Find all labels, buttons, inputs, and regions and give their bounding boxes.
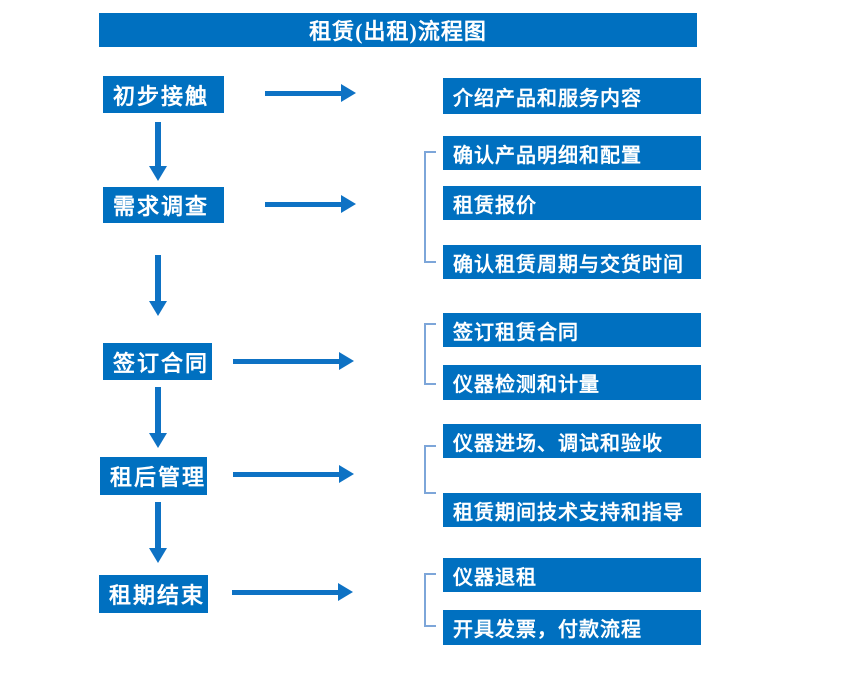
output-box-confirm-rental-period: 确认租赁周期与交货时间 [443,245,701,279]
stage-box-rental-end: 租期结束 [99,575,208,613]
output-box-instrument-return: 仪器退租 [443,558,701,592]
output-box-confirm-product-details: 确认产品明细和配置 [443,136,701,170]
output-box-sign-rental-contract: 签订租赁合同 [443,313,701,347]
stage-box-post-rental-management: 租后管理 [100,457,207,495]
output-box-instrument-setup-acceptance: 仪器进场、调试和验收 [443,424,701,458]
flowchart-title: 租赁(出租)流程图 [99,13,697,47]
output-box-rental-quotation: 租赁报价 [443,186,701,220]
stage-box-sign-contract: 签订合同 [103,343,212,380]
bracket-connector [424,573,436,627]
bracket-connector [424,323,436,385]
bracket-connector [424,445,436,494]
output-box-instrument-testing: 仪器检测和计量 [443,365,701,400]
bracket-connector [424,151,436,263]
stage-box-initial-contact: 初步接触 [103,76,224,113]
output-box-tech-support: 租赁期间技术支持和指导 [443,493,701,527]
stage-box-demand-survey: 需求调查 [103,187,224,223]
output-box-invoice-payment: 开具发票，付款流程 [443,610,701,645]
output-box-introduce-products: 介绍产品和服务内容 [443,78,701,114]
